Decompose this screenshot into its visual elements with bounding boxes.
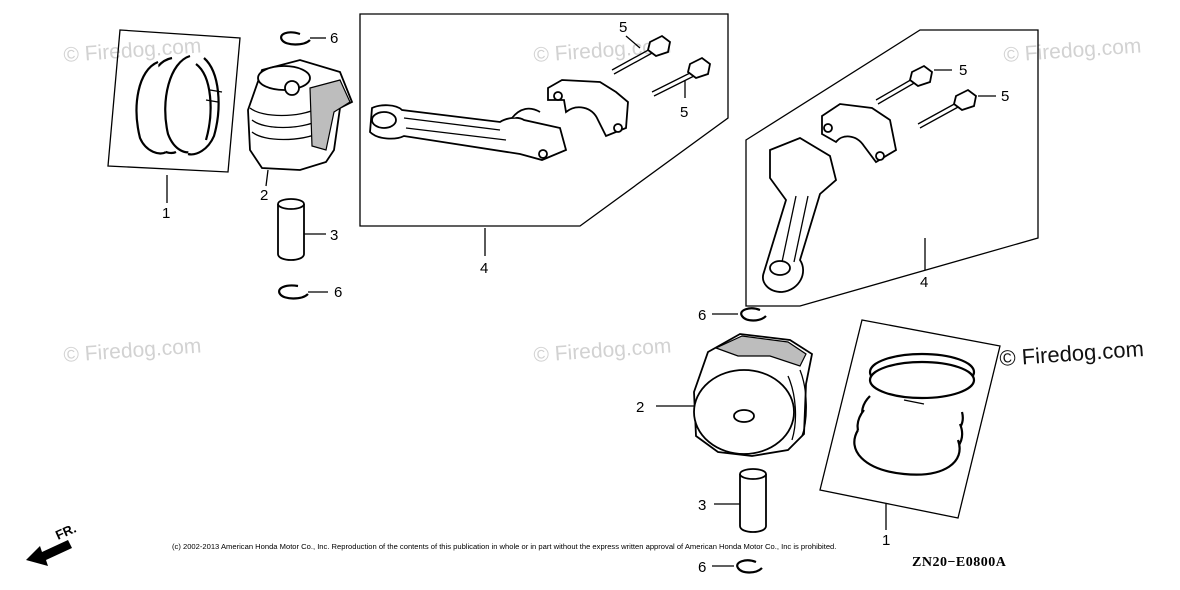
watermark-5: © Firedog.com <box>533 334 672 367</box>
watermark-4: © Firedog.com <box>63 334 202 367</box>
connecting-rod-center <box>369 79 629 161</box>
callout-5-right-lower: 5 <box>1001 88 1009 105</box>
callout-2-top-left: 2 <box>260 187 268 204</box>
leader-5-center-upper <box>625 35 641 49</box>
rod-bolt-center-lower <box>651 56 711 97</box>
piston-pin-clip-bottom-lower <box>736 559 763 574</box>
watermark-6: © Firedog.com <box>999 336 1145 371</box>
rod-bolt-center-upper <box>611 34 671 75</box>
callout-4-right: 4 <box>920 274 928 291</box>
callout-6-bottom-lower: 6 <box>698 559 706 576</box>
callout-1-top-left: 1 <box>162 205 170 222</box>
callout-5-center-upper: 5 <box>619 19 627 36</box>
piston-pin-clip-top-left-lower <box>278 284 309 300</box>
connecting-rod-right <box>762 103 898 293</box>
front-direction-label: FR. <box>53 521 78 543</box>
piston-top-left <box>247 59 354 171</box>
callout-1-bottom-right: 1 <box>882 532 890 549</box>
callout-2-bottom: 2 <box>636 399 644 416</box>
rod-box-center <box>359 13 729 227</box>
piston-pin-top-left <box>277 198 305 261</box>
rod-box-right <box>745 29 1039 307</box>
callout-5-center-lower: 5 <box>680 104 688 121</box>
callout-5-right-upper: 5 <box>959 62 967 79</box>
piston-pin-clip-bottom-upper <box>740 307 767 322</box>
piston-ring-set-bottom-right <box>819 319 1001 519</box>
callout-6-bottom-upper: 6 <box>698 307 706 324</box>
callout-3-bottom: 3 <box>698 497 706 514</box>
rod-bolt-right-upper <box>875 64 933 105</box>
callout-4-center: 4 <box>480 260 488 277</box>
watermark-3: © Firedog.com <box>1003 34 1142 67</box>
piston-ring-set-top-left <box>107 29 241 173</box>
piston-pin-clip-top-left-upper <box>280 31 311 46</box>
callout-3-top-left: 3 <box>330 227 338 244</box>
callout-6-top-left-upper: 6 <box>330 30 338 47</box>
rod-bolt-right-lower <box>917 88 977 129</box>
copyright-notice: (c) 2002-2013 American Honda Motor Co., … <box>172 542 836 551</box>
leader-2-top-left <box>265 169 269 187</box>
callout-6-top-left-lower: 6 <box>334 284 342 301</box>
diagram-code: ZN20−E0800A <box>912 555 1007 570</box>
piston-pin-bottom <box>739 468 767 533</box>
piston-bottom <box>693 333 814 457</box>
front-direction-arrow: FR. <box>26 521 78 566</box>
